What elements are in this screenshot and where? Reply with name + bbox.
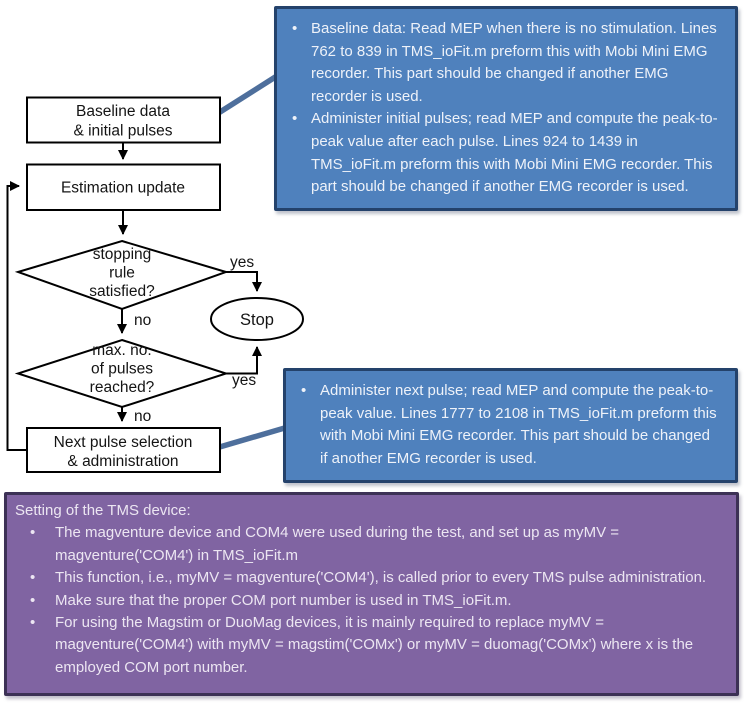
bullet-marker: • bbox=[30, 591, 36, 609]
tms-bullet-3-text: Make sure that the proper COM port numbe… bbox=[55, 591, 512, 609]
bullet-marker: • bbox=[292, 110, 298, 128]
bullet-marker: • bbox=[30, 614, 36, 632]
callout-top-bullet-2: • Administer initial pulses; read MEP an… bbox=[277, 108, 719, 198]
tms-bullet-3: • Make sure that the proper COM port num… bbox=[15, 590, 722, 612]
bullet-marker: • bbox=[30, 524, 36, 542]
yes-label-diamond1: yes bbox=[230, 254, 254, 271]
estimation-update-label: Estimation update bbox=[61, 180, 185, 197]
tms-bullet-4-text: For using the Magstim or DuoMag devices,… bbox=[55, 614, 694, 676]
next-pulse-label-line2: & administration bbox=[67, 453, 178, 470]
stopping-rule-label-line1: stopping bbox=[93, 246, 152, 263]
tms-box-title: Setting of the TMS device: bbox=[15, 502, 191, 519]
callout-top-list: • Baseline data: Read MEP when there is … bbox=[277, 18, 719, 199]
bullet-marker: • bbox=[301, 382, 307, 399]
yes-label-diamond2: yes bbox=[232, 372, 256, 389]
callout-top-bullet-1: • Baseline data: Read MEP when there is … bbox=[277, 18, 719, 108]
arrow-diamond2-yes-to-stop bbox=[226, 346, 262, 375]
no-label-diamond1: no bbox=[134, 312, 151, 329]
baseline-data-label-line2: & initial pulses bbox=[73, 123, 172, 140]
tms-bullet-4: • For using the Magstim or DuoMag device… bbox=[15, 612, 722, 679]
stop-label: Stop bbox=[240, 311, 274, 329]
callout-top-bullet-1-text: Baseline data: Read MEP when there is no… bbox=[311, 20, 717, 105]
tms-device-settings-box: Setting of the TMS device: • The magvent… bbox=[4, 492, 739, 696]
tms-bullet-1-text: The magventure device and COM4 were used… bbox=[55, 524, 620, 564]
tms-bullet-2-text: This function, i.e., myMV = magventure('… bbox=[55, 569, 707, 587]
callout-mid-list: • Administer next pulse; read MEP and co… bbox=[286, 380, 721, 470]
tms-bullet-1: • The magventure device and COM4 were us… bbox=[15, 522, 722, 567]
arrow-diamond1-yes-to-stop bbox=[226, 271, 262, 292]
stopping-rule-label-line2: rule bbox=[109, 265, 135, 282]
stop-ellipse bbox=[210, 297, 304, 341]
tms-box-list: • The magventure device and COM4 were us… bbox=[15, 522, 722, 679]
baseline-data-label-line1: Baseline data bbox=[76, 103, 170, 120]
next-pulse-box bbox=[26, 427, 221, 473]
bullet-marker: • bbox=[292, 20, 298, 37]
tms-bullet-2: • This function, i.e., myMV = magventure… bbox=[15, 567, 722, 589]
callout-next-pulse: • Administer next pulse; read MEP and co… bbox=[283, 368, 738, 483]
max-pulses-label-line2: of pulses bbox=[91, 361, 153, 378]
callout-mid-bullet-1: • Administer next pulse; read MEP and co… bbox=[286, 380, 721, 470]
stopping-rule-label-line3: satisfied? bbox=[89, 283, 155, 300]
next-pulse-label-line1: Next pulse selection bbox=[54, 434, 193, 451]
callout-mid-bullet-1-text: Administer next pulse; read MEP and comp… bbox=[320, 382, 717, 467]
feedback-loop-line bbox=[6, 181, 27, 451]
max-pulses-diamond bbox=[14, 338, 230, 409]
baseline-data-box bbox=[26, 96, 221, 144]
estimation-update-box bbox=[26, 163, 221, 211]
stopping-rule-diamond bbox=[14, 239, 230, 311]
no-label-diamond2: no bbox=[134, 408, 151, 425]
callout-baseline-initial-pulses: • Baseline data: Read MEP when there is … bbox=[274, 6, 738, 211]
max-pulses-label-line1: max. no. bbox=[92, 342, 151, 359]
max-pulses-label-line3: reached? bbox=[90, 379, 155, 396]
callout-top-bullet-2-text: Administer initial pulses; read MEP and … bbox=[311, 110, 718, 196]
bullet-marker: • bbox=[30, 569, 36, 587]
